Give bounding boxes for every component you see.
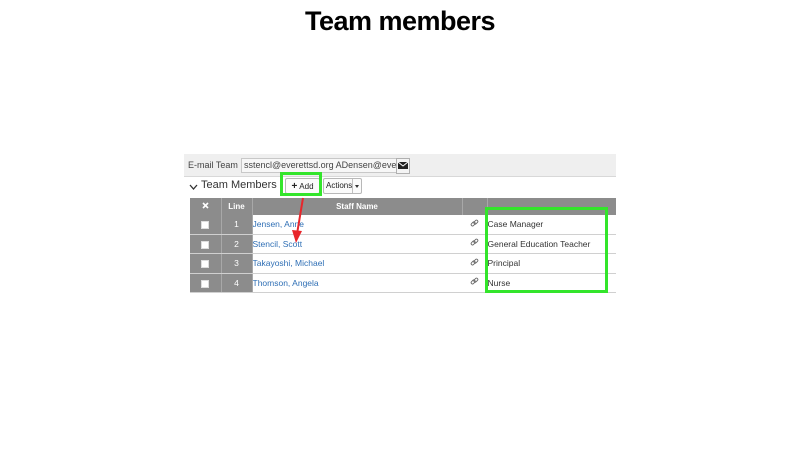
role-column-highlight [485, 207, 608, 293]
team-members-table: Line Staff Name 1 Jensen, Anne Case Mana… [190, 198, 616, 293]
email-team-bar: E-mail Team sstencl@everettsd.org ADense… [184, 154, 616, 177]
column-header-line[interactable]: Line [221, 198, 253, 215]
close-icon [202, 202, 209, 209]
select-all-header[interactable] [190, 198, 222, 215]
row-checkbox[interactable] [201, 221, 210, 229]
link-icon[interactable] [470, 219, 479, 228]
row-line-number: 2 [221, 234, 253, 254]
email-send-button[interactable] [396, 158, 410, 174]
actions-dropdown[interactable]: Actions [323, 178, 362, 194]
screenshot-panel: E-mail Team sstencl@everettsd.org ADense… [184, 154, 616, 294]
row-link-cell [462, 273, 488, 293]
table-row: 1 Jensen, Anne Case Manager [190, 215, 616, 235]
row-checkbox-cell [190, 215, 222, 235]
column-header-link [462, 198, 488, 215]
row-checkbox[interactable] [201, 279, 210, 288]
staff-name-link[interactable]: Stencil, Scott [252, 234, 462, 254]
row-checkbox-cell [190, 253, 222, 274]
row-link-cell [462, 215, 488, 235]
staff-name-link[interactable]: Thomson, Angela [252, 273, 462, 293]
link-icon[interactable] [470, 258, 479, 267]
email-team-label: E-mail Team [188, 160, 238, 170]
row-checkbox[interactable] [201, 260, 210, 268]
staff-role: General Education Teacher [487, 234, 616, 254]
staff-role: Case Manager [487, 215, 616, 235]
caret-down-icon [355, 185, 359, 188]
row-link-cell [462, 253, 488, 274]
email-team-field[interactable]: sstencl@everettsd.org ADensen@eve [241, 158, 397, 173]
table-row: 4 Thomson, Angela Nurse [190, 273, 616, 293]
row-link-cell [462, 234, 488, 254]
staff-name-link[interactable]: Jensen, Anne [252, 215, 462, 235]
row-line-number: 4 [221, 273, 253, 293]
add-button-highlight [280, 172, 322, 196]
staff-name-link[interactable]: Takayoshi, Michael [252, 253, 462, 274]
column-header-staff-name[interactable]: Staff Name [252, 198, 463, 215]
annotation-arrow [292, 197, 304, 243]
envelope-icon [398, 162, 408, 169]
column-header-role [487, 198, 616, 215]
actions-label: Actions [326, 181, 353, 190]
row-line-number: 3 [221, 253, 253, 274]
row-line-number: 1 [221, 215, 253, 235]
row-checkbox-cell [190, 234, 222, 254]
plus-icon: + [291, 181, 298, 192]
table-header-row: Line Staff Name [190, 198, 616, 215]
section-title: Team Members [201, 179, 277, 191]
table-row: 3 Takayoshi, Michael Principal [190, 253, 616, 274]
add-button-label: Add [299, 182, 314, 191]
chevron-down-icon[interactable] [189, 183, 198, 192]
caret-divider [352, 179, 353, 193]
link-icon[interactable] [470, 238, 479, 247]
staff-role: Principal [487, 253, 616, 274]
row-checkbox[interactable] [201, 240, 210, 249]
link-icon[interactable] [470, 277, 479, 286]
slide-title: Team members [304, 6, 496, 36]
row-checkbox-cell [190, 273, 222, 293]
